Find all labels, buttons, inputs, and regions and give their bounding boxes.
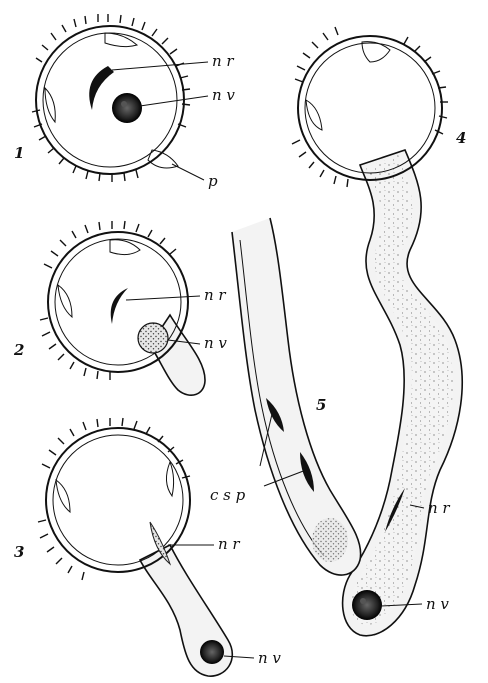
grain-1-pore-left [45,88,55,122]
grain-2-exine [48,232,188,372]
grain-3-pore-left [56,480,70,512]
grain-4-pore-left [306,100,322,130]
label-nv-4: n v [426,595,449,613]
grain-3-pore-right [166,462,173,496]
grain-3-vegetative-nucleus [200,640,224,664]
grain-4-exine [298,36,442,180]
label-nr-4: n r [428,499,450,517]
grain-4-nucleolus [360,598,366,604]
label-nr-3: n r [218,535,240,553]
grain-1-nucleolus [121,101,127,107]
grain-4-vegetative-nucleus [352,590,382,620]
grain-number-2: 2 [13,341,24,359]
grain-2-generative-nucleus [111,288,128,324]
label-nr-2: n r [204,286,226,304]
grain-number-4: 4 [456,129,466,147]
label-nv-3: n v [258,649,281,667]
grain-number-1: 1 [14,144,24,162]
grain-2-vegetative-nucleus [138,323,168,353]
label-csp-5: c s p [210,486,246,504]
grain-number-5: 5 [316,396,326,414]
grain-3-exine [46,428,190,572]
grain-1-pore-top [105,33,137,47]
grain-2-spines [40,221,176,380]
pollen-grain-3 [38,418,232,676]
grain-1-vegetative-nucleus [112,93,142,123]
label-nv-1: n v [212,86,235,104]
grain-number-3: 3 [14,543,24,561]
pollen-grain-2 [40,221,205,395]
label-nv-2: n v [204,334,227,352]
pollen-tube-5 [232,218,361,575]
grain-3-intine [53,435,183,565]
tube-5-dense-tip [312,518,348,562]
label-p-1: p [208,172,218,190]
grain-1-spines [32,14,190,182]
tube-5-body [232,218,361,575]
label-nr-1: n r [212,52,234,70]
grain-1-exine [36,26,184,174]
grain-1-generative-nucleus [89,66,114,110]
grain-2-pore-left [58,285,72,317]
pollen-grain-1 [32,14,190,182]
grain-1-intine [43,33,177,167]
